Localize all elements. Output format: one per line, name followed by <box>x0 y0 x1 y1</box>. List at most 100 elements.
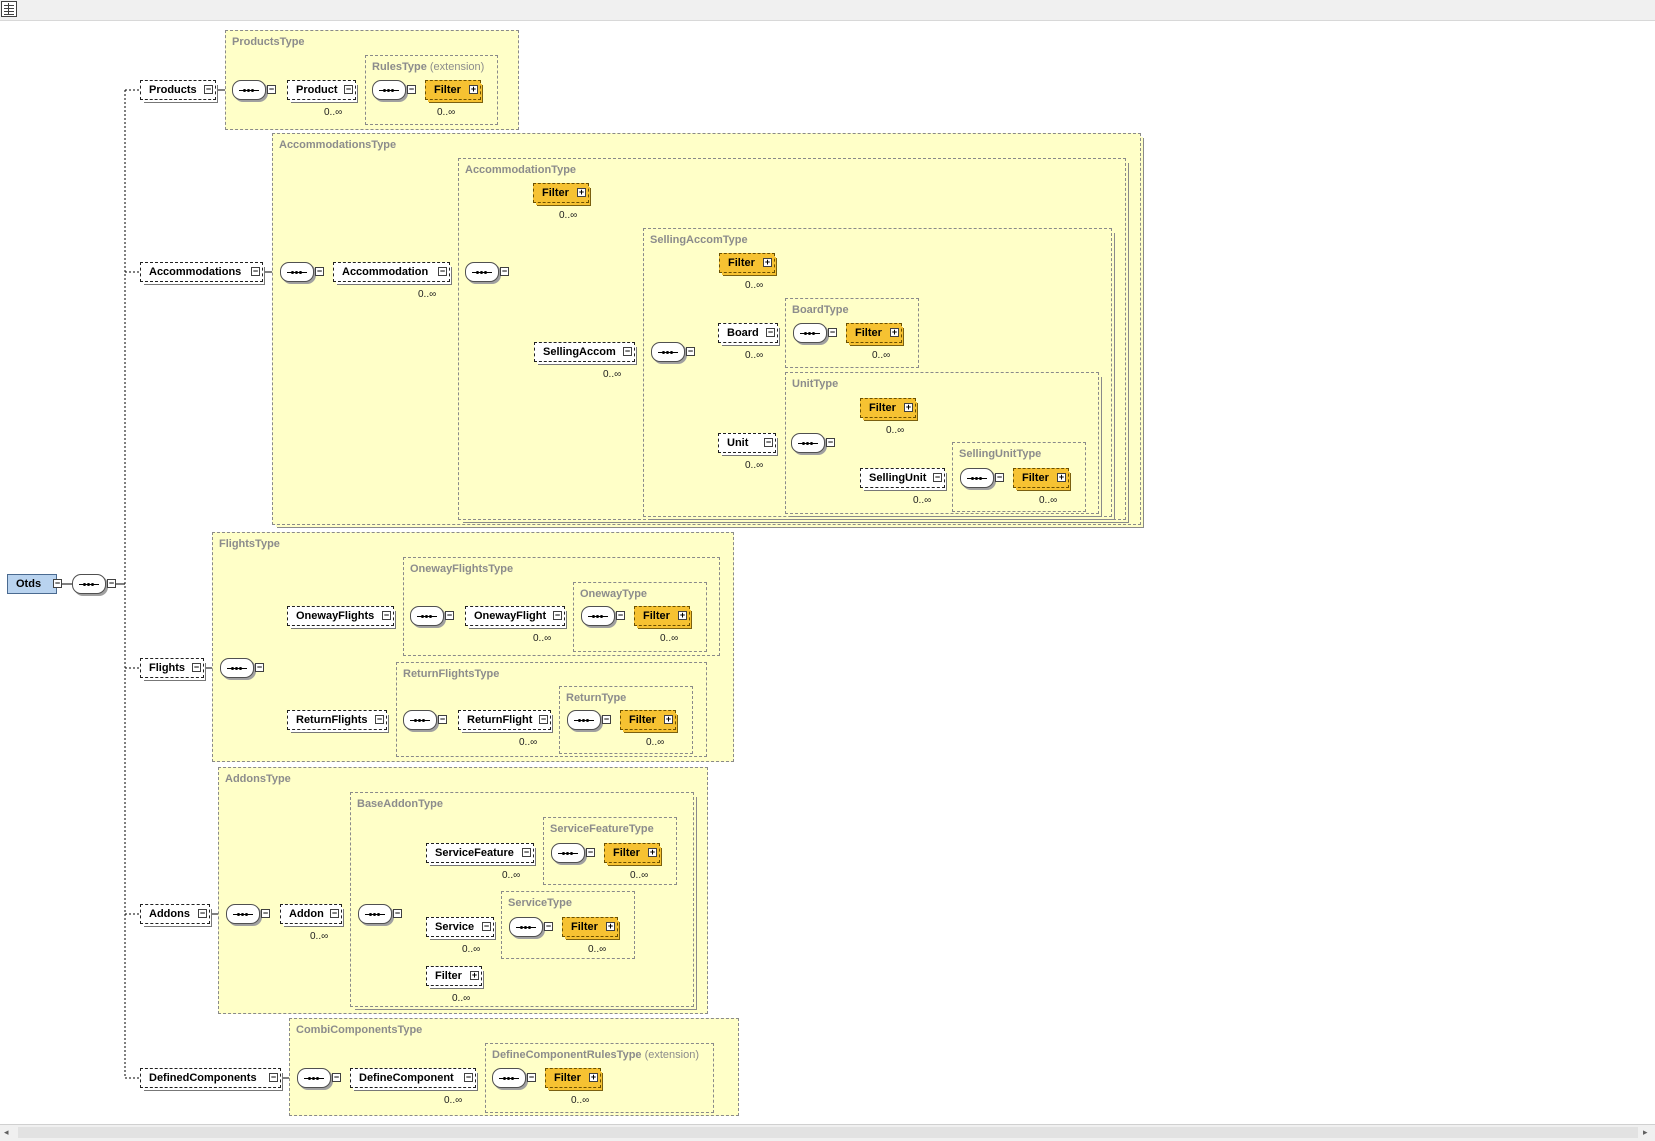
service-sequence-icon[interactable] <box>509 917 543 937</box>
defined-components-sequence-collapse-icon[interactable]: − <box>332 1072 341 1082</box>
selling-unit-filter-element[interactable]: Filter+ <box>1013 468 1069 488</box>
unit-filter-expand-icon[interactable]: + <box>904 402 913 412</box>
selling-accom-collapse-icon[interactable]: − <box>623 346 632 356</box>
board-filter-expand-icon[interactable]: + <box>890 327 899 337</box>
otds-collapse-icon[interactable]: − <box>53 578 62 588</box>
define-component-filter-element[interactable]: Filter+ <box>545 1068 601 1088</box>
addon-filter-expand-icon[interactable]: + <box>470 970 479 980</box>
oneway-flights-sequence-collapse-icon[interactable]: − <box>445 610 454 620</box>
return-sequence-collapse-icon[interactable]: − <box>602 714 611 724</box>
define-component-sequence-collapse-icon[interactable]: − <box>527 1072 536 1082</box>
selling-unit-element[interactable]: SellingUnit− <box>860 468 945 488</box>
return-filter-expand-icon[interactable]: + <box>664 714 673 724</box>
addons-collapse-icon[interactable]: − <box>198 908 207 918</box>
accommodation-element[interactable]: Accommodation− <box>333 262 450 282</box>
addon-element[interactable]: Addon− <box>280 904 342 924</box>
define-component-filter-expand-icon[interactable]: + <box>589 1072 598 1082</box>
scroll-right-arrow-icon[interactable]: ▸ <box>1643 1127 1648 1137</box>
rules-filter-expand-icon[interactable]: + <box>469 84 478 94</box>
flights-sequence-icon[interactable] <box>220 658 254 678</box>
unit-sequence-collapse-icon[interactable]: − <box>826 437 835 447</box>
scrollbar-thumb[interactable] <box>18 1127 1638 1138</box>
otds-root-element[interactable]: Otds <box>7 574 57 594</box>
oneway-flight-element[interactable]: OnewayFlight− <box>465 606 565 626</box>
service-feature-sequence-icon[interactable] <box>551 843 585 863</box>
addons-sequence-collapse-icon[interactable]: − <box>261 908 270 918</box>
selling-accom-element[interactable]: SellingAccom− <box>534 342 635 362</box>
product-element[interactable]: Product− <box>287 80 356 100</box>
otds-sequence-icon[interactable] <box>72 574 106 594</box>
flights-sequence-collapse-icon[interactable]: − <box>255 662 264 672</box>
accommodations-sequence-icon[interactable] <box>280 262 314 282</box>
oneway-filter-element[interactable]: Filter+ <box>634 606 690 626</box>
return-flights-sequence-icon[interactable] <box>403 710 437 730</box>
selling-unit-collapse-icon[interactable]: − <box>933 472 942 482</box>
oneway-flight-collapse-icon[interactable]: − <box>553 610 562 620</box>
accommodations-collapse-icon[interactable]: − <box>251 266 260 276</box>
addon-filter-element[interactable]: Filter+ <box>426 966 482 986</box>
return-flight-collapse-icon[interactable]: − <box>539 714 548 724</box>
service-sequence-collapse-icon[interactable]: − <box>544 921 553 931</box>
selling-accom-filter-expand-icon[interactable]: + <box>763 257 772 267</box>
product-collapse-icon[interactable]: − <box>344 84 353 94</box>
flights-collapse-icon[interactable]: − <box>192 662 201 672</box>
service-feature-sequence-collapse-icon[interactable]: − <box>586 847 595 857</box>
define-component-element[interactable]: DefineComponent− <box>350 1068 476 1088</box>
selling-accom-sequence-collapse-icon[interactable]: − <box>686 346 695 356</box>
accommodation-filter-element[interactable]: Filter+ <box>533 183 589 203</box>
addon-sequence-icon[interactable] <box>358 904 392 924</box>
unit-collapse-icon[interactable]: − <box>764 437 773 447</box>
unit-sequence-icon[interactable] <box>791 433 825 453</box>
return-flights-collapse-icon[interactable]: − <box>375 714 384 724</box>
addons-sequence-icon[interactable] <box>226 904 260 924</box>
accommodation-sequence-collapse-icon[interactable]: − <box>500 266 509 276</box>
oneway-flights-collapse-icon[interactable]: − <box>382 610 391 620</box>
define-component-collapse-icon[interactable]: − <box>464 1072 473 1082</box>
return-flights-sequence-collapse-icon[interactable]: − <box>438 714 447 724</box>
selling-unit-filter-expand-icon[interactable]: + <box>1057 472 1066 482</box>
selling-unit-sequence-collapse-icon[interactable]: − <box>995 472 1004 482</box>
service-element[interactable]: Service− <box>426 917 494 937</box>
oneway-flights-element[interactable]: OnewayFlights− <box>287 606 394 626</box>
board-filter-element[interactable]: Filter+ <box>846 323 902 343</box>
rules-sequence-icon[interactable] <box>372 80 406 100</box>
horizontal-scrollbar[interactable]: ◂ ▸ <box>0 1124 1655 1141</box>
selling-unit-sequence-icon[interactable] <box>960 468 994 488</box>
products-sequence-icon[interactable] <box>232 80 266 100</box>
otds-sequence-collapse-icon[interactable]: − <box>107 578 116 588</box>
accommodations-sequence-collapse-icon[interactable]: − <box>315 266 324 276</box>
board-sequence-icon[interactable] <box>793 323 827 343</box>
addons-element[interactable]: Addons− <box>140 904 210 924</box>
return-flights-element[interactable]: ReturnFlights− <box>287 710 387 730</box>
accommodation-filter-expand-icon[interactable]: + <box>577 187 586 197</box>
service-filter-expand-icon[interactable]: + <box>606 921 615 931</box>
rules-sequence-collapse-icon[interactable]: − <box>407 84 416 94</box>
service-filter-element[interactable]: Filter+ <box>562 917 618 937</box>
accommodations-element[interactable]: Accommodations− <box>140 262 263 282</box>
defined-components-element[interactable]: DefinedComponents− <box>140 1068 281 1088</box>
oneway-sequence-icon[interactable] <box>581 606 615 626</box>
service-feature-filter-element[interactable]: Filter+ <box>604 843 660 863</box>
oneway-sequence-collapse-icon[interactable]: − <box>616 610 625 620</box>
service-collapse-icon[interactable]: − <box>482 921 491 931</box>
selling-accom-filter-element[interactable]: Filter+ <box>719 253 775 273</box>
oneway-filter-expand-icon[interactable]: + <box>678 610 687 620</box>
products-collapse-icon[interactable]: − <box>204 84 213 94</box>
service-feature-filter-expand-icon[interactable]: + <box>648 847 657 857</box>
return-sequence-icon[interactable] <box>567 710 601 730</box>
unit-filter-element[interactable]: Filter+ <box>860 398 916 418</box>
unit-element[interactable]: Unit− <box>718 433 776 453</box>
defined-components-collapse-icon[interactable]: − <box>269 1072 278 1082</box>
addon-collapse-icon[interactable]: − <box>330 908 339 918</box>
flights-element[interactable]: Flights− <box>140 658 204 678</box>
board-element[interactable]: Board− <box>718 323 778 343</box>
products-element[interactable]: Products− <box>140 80 216 100</box>
products-sequence-collapse-icon[interactable]: − <box>267 84 276 94</box>
service-feature-collapse-icon[interactable]: − <box>522 847 531 857</box>
return-filter-element[interactable]: Filter+ <box>620 710 676 730</box>
diagram-view-icon[interactable] <box>1 1 17 17</box>
board-collapse-icon[interactable]: − <box>766 327 775 337</box>
accommodation-collapse-icon[interactable]: − <box>438 266 447 276</box>
service-feature-element[interactable]: ServiceFeature− <box>426 843 534 863</box>
defined-components-sequence-icon[interactable] <box>297 1068 331 1088</box>
